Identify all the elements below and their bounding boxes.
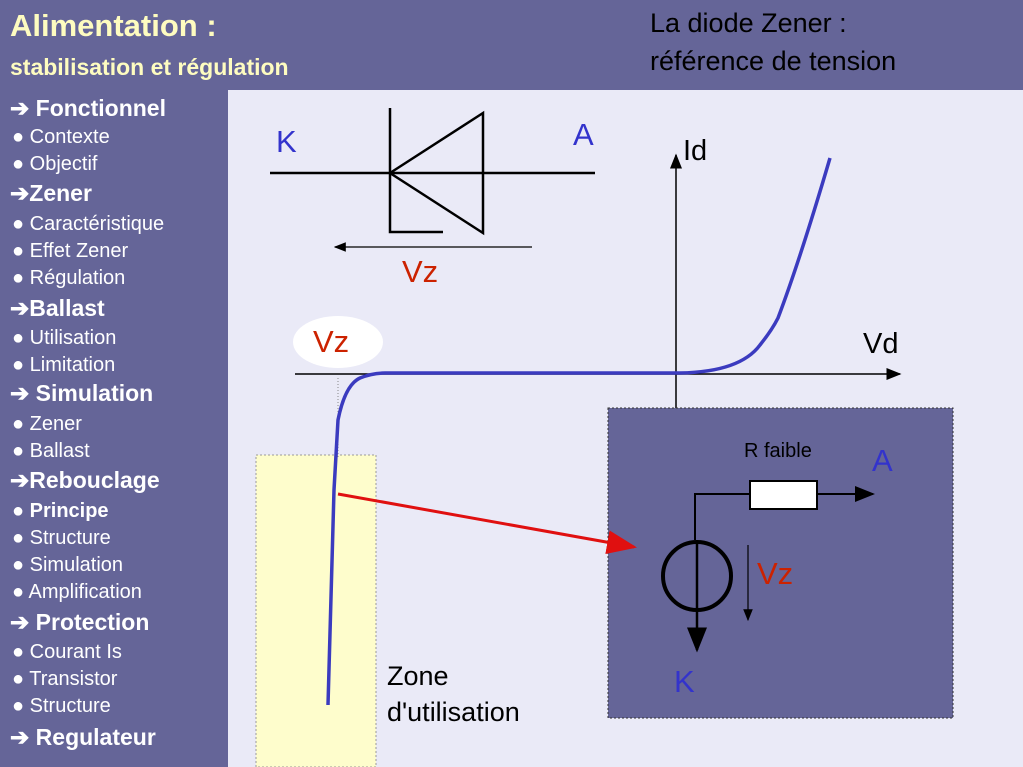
page-title: Alimentation :	[10, 8, 217, 43]
vd-axis-label: Vd	[863, 328, 899, 360]
vz-marker-ellipse	[293, 316, 383, 368]
nav-item[interactable]: ● Utilisation	[12, 327, 117, 349]
diode-vz-label: Vz	[402, 254, 439, 289]
nav-item[interactable]: ● Transistor	[12, 668, 118, 690]
header-bar: Alimentation : stabilisation et régulati…	[0, 0, 1023, 90]
model-circuit	[661, 480, 875, 653]
nav-item[interactable]: ● Régulation	[12, 267, 126, 289]
nav-item[interactable]: ● Ballast	[12, 440, 90, 462]
nav-section[interactable]: ➔ Regulateur	[10, 724, 156, 750]
diode-a-label: A	[573, 117, 594, 152]
zener-diode-symbol	[270, 108, 595, 236]
nav-section[interactable]: ➔ Protection	[10, 609, 150, 635]
id-axis-label: Id	[683, 135, 708, 167]
nav-section[interactable]: ➔Ballast	[10, 295, 105, 321]
vz-marker-label: Vz	[313, 324, 350, 359]
diode-k-label: K	[276, 124, 297, 159]
nav-section[interactable]: ➔ Fonctionnel	[10, 95, 166, 121]
page-subtitle: stabilisation et régulation	[10, 54, 289, 80]
model-a-label: A	[872, 443, 893, 478]
nav-section[interactable]: ➔ Simulation	[10, 380, 154, 406]
nav-item[interactable]: ● Contexte	[12, 126, 110, 148]
nav-item[interactable]: ● Caractéristique	[12, 213, 165, 235]
nav-item[interactable]: ● Effet Zener	[12, 240, 129, 262]
zener-characteristic-curve	[326, 157, 832, 706]
sidebar-nav: ➔ Fonctionnel ● Contexte ● Objectif ➔Zener ●…	[0, 90, 228, 767]
nav-item[interactable]: ● Structure	[12, 527, 111, 549]
zone-label-line2: d'utilisation	[387, 697, 520, 727]
nav-item[interactable]: ● Simulation	[12, 554, 124, 576]
nav-item[interactable]: ● Courant Is	[12, 641, 122, 663]
nav-item[interactable]: ● Zener	[12, 413, 82, 435]
red-pointer-arrow	[337, 492, 637, 555]
nav-item[interactable]: ● Limitation	[12, 354, 116, 376]
slide-heading-line2: référence de tension	[650, 46, 897, 76]
zone-label-line1: Zone	[387, 661, 449, 691]
nav-item[interactable]: ● Objectif	[12, 153, 98, 175]
nav-item[interactable]: ● Principe	[12, 500, 109, 522]
slide-heading-line1: La diode Zener :	[650, 8, 847, 38]
model-k-label: K	[674, 664, 695, 699]
nav-section[interactable]: ➔Zener	[10, 180, 92, 206]
nav-section[interactable]: ➔Rebouclage	[10, 467, 160, 493]
nav-item[interactable]: ● Structure	[12, 695, 111, 717]
resistor-label: R faible	[744, 440, 812, 462]
usage-zone	[255, 454, 377, 767]
nav-item[interactable]: ● Amplification	[12, 581, 142, 603]
model-vz-label: Vz	[757, 556, 794, 591]
